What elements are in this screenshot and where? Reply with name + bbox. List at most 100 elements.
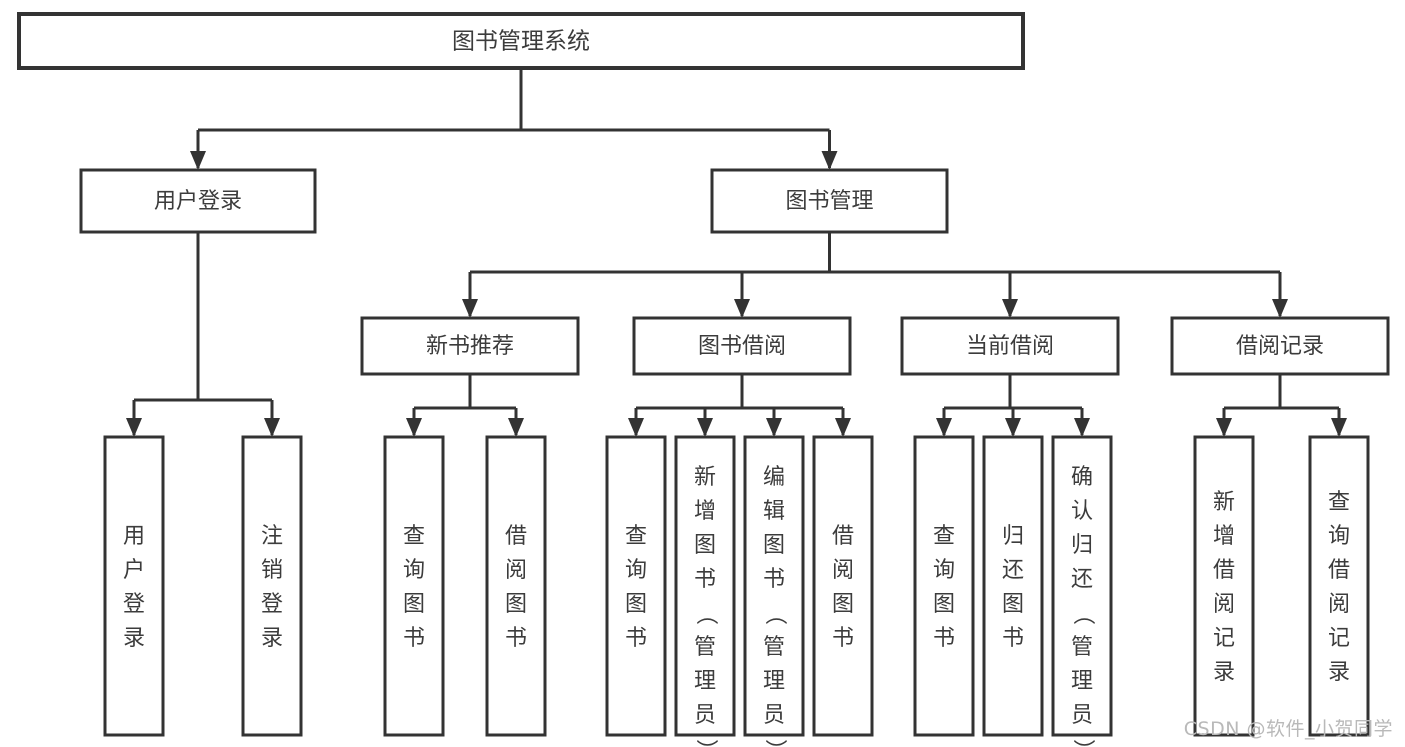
node-n_record[interactable]: 借阅记录 xyxy=(1170,316,1390,376)
arrowhead xyxy=(462,299,478,318)
node-label-char: 录 xyxy=(123,626,145,651)
node-box xyxy=(900,316,1120,376)
arrowhead xyxy=(264,418,280,437)
arrowhead xyxy=(936,418,952,437)
node-n_new_book[interactable]: 新书推荐 xyxy=(360,316,580,376)
node-label: 图书借阅 xyxy=(698,334,786,359)
node-label-char: 图 xyxy=(625,592,647,617)
node-label-char: 员 xyxy=(763,703,785,728)
arrowhead xyxy=(1074,418,1090,437)
node-label-char: 阅 xyxy=(1213,592,1235,617)
node-label-char: 录 xyxy=(1213,660,1235,685)
node-label-char: 用 xyxy=(123,524,145,549)
node-n_book_mgmt[interactable]: 图书管理 xyxy=(710,168,949,234)
node-label-char: 查 xyxy=(403,524,425,549)
node-label: 图书管理 xyxy=(785,189,873,214)
node-box xyxy=(674,435,736,737)
node-box xyxy=(17,12,1025,70)
node-box xyxy=(241,435,303,737)
node-label-char: 书 xyxy=(933,626,955,651)
node-label-char: 管 xyxy=(1071,635,1093,660)
node-label-char: 增 xyxy=(1213,524,1235,549)
node-label-char: 图 xyxy=(1002,592,1024,617)
arrowhead xyxy=(628,418,644,437)
connector-layer xyxy=(126,68,1347,437)
node-label-char: 阅 xyxy=(1328,592,1350,617)
node-n_borrow[interactable]: 图书借阅 xyxy=(632,316,852,376)
node-box xyxy=(743,435,805,737)
arrowhead xyxy=(190,151,206,170)
node-label: 新书推荐 xyxy=(426,334,514,359)
node-box xyxy=(982,435,1044,737)
arrowhead xyxy=(734,299,750,318)
node-label-char: 图 xyxy=(694,533,716,558)
node-label-char: 新 xyxy=(1213,490,1235,515)
node-label-char: 书 xyxy=(403,626,425,651)
arrowhead xyxy=(821,151,838,170)
node-box xyxy=(79,168,317,234)
node-label-char: 录 xyxy=(261,626,283,651)
node-label-char: 员 xyxy=(694,703,716,728)
node-label-char: 辑 xyxy=(763,499,785,524)
node-root[interactable]: 图书管理系统 xyxy=(17,12,1025,70)
node-label-char: ） xyxy=(693,739,718,747)
node-label: 图书管理系统 xyxy=(452,29,590,55)
node-box xyxy=(103,435,165,737)
node-label-char: 借 xyxy=(1213,558,1235,583)
arrowhead xyxy=(1002,299,1018,318)
arrowhead xyxy=(126,418,142,437)
node-label-char: 借 xyxy=(505,524,527,549)
node-label-char: （ xyxy=(1070,603,1095,625)
leaf-user-login[interactable]: 用户登录 xyxy=(103,435,165,737)
node-box xyxy=(605,435,667,737)
node-label-char: 增 xyxy=(694,499,716,524)
node-n_user_login[interactable]: 用户登录 xyxy=(79,168,317,234)
node-n_current[interactable]: 当前借阅 xyxy=(900,316,1120,376)
node-label-char: 新 xyxy=(694,465,716,490)
node-label-char: 记 xyxy=(1328,626,1350,651)
node-label-char: ） xyxy=(1070,739,1095,747)
node-label-char: 确 xyxy=(1071,465,1093,490)
node-box xyxy=(383,435,445,737)
arrowhead xyxy=(835,418,851,437)
node-label-char: 阅 xyxy=(832,558,854,583)
node-label-char: 查 xyxy=(933,524,955,549)
node-label-char: 询 xyxy=(933,558,955,583)
node-label-char: 图 xyxy=(763,533,785,558)
node-box xyxy=(632,316,852,376)
node-label-char: 书 xyxy=(832,626,854,651)
node-label-char: 阅 xyxy=(505,558,527,583)
node-label: 用户登录 xyxy=(154,189,242,214)
node-label-char: 查 xyxy=(625,524,647,549)
node-label-char: 员 xyxy=(1071,703,1093,728)
node-layer: 图书管理系统用户登录图书管理新书推荐图书借阅当前借阅借阅记录用户登录注销登录查询… xyxy=(17,12,1390,747)
node-label: 借阅记录 xyxy=(1236,334,1324,359)
node-label-char: 书 xyxy=(1002,626,1024,651)
node-label: 当前借阅 xyxy=(966,334,1054,359)
node-label-char: 理 xyxy=(763,669,785,694)
node-box xyxy=(1193,435,1255,737)
node-label-char: 录 xyxy=(1328,660,1350,685)
node-label-char: （ xyxy=(693,603,718,625)
node-label-char: 记 xyxy=(1213,626,1235,651)
node-box xyxy=(1170,316,1390,376)
node-label-char: 图 xyxy=(832,592,854,617)
node-label-char: 查 xyxy=(1328,490,1350,515)
node-label-char: 理 xyxy=(1071,669,1093,694)
node-label-char: 编 xyxy=(763,465,785,490)
node-label-char: （ xyxy=(762,603,787,625)
